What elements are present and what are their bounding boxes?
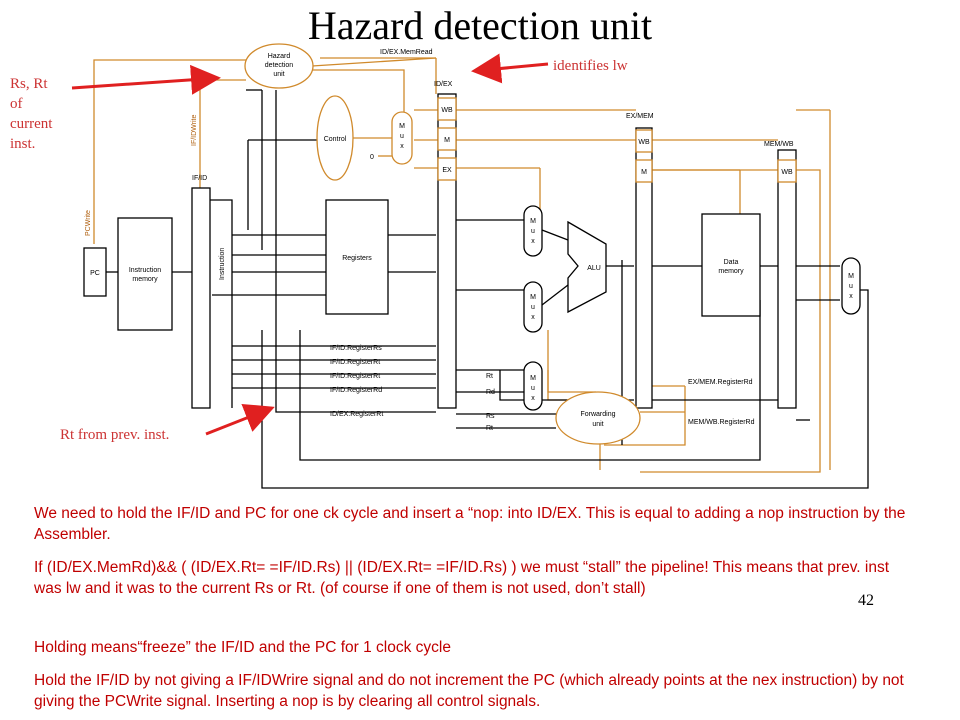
alu-label: ALU <box>587 265 601 272</box>
memwb-rd-label: MEM/WB.RegisterRd <box>688 419 755 426</box>
rt-rd-mux <box>523 361 543 411</box>
mem-wb-wb-label: WB <box>781 169 793 176</box>
id-ex-ex-label: EX <box>442 167 452 174</box>
rs-rt-line-1: Rs, Rt <box>10 76 48 92</box>
fwd-label-2: unit <box>592 421 603 428</box>
mux-b-m: M <box>530 294 536 301</box>
zero-label: 0 <box>370 154 374 161</box>
rs-label: Rs <box>486 413 495 420</box>
rd-label: Rd <box>486 389 495 396</box>
hazard-detection-ellipse <box>244 43 314 89</box>
if-id-register <box>191 187 211 409</box>
rs-rt-line-4: inst. <box>10 136 36 152</box>
mem-wb-register <box>777 149 797 409</box>
mem-wb-wb-box <box>777 159 797 183</box>
id-ex-m-label: M <box>444 137 450 144</box>
annotation-arrows <box>71 53 549 436</box>
rt-label-1: Rt <box>486 373 493 380</box>
paragraph-hold: Hold the IF/ID by not giving a IF/IDWrir… <box>34 672 904 710</box>
control-label: Control <box>324 136 347 143</box>
ex-mem-wb-box <box>635 129 653 153</box>
alu-mux-b <box>523 281 543 333</box>
ifid-rt-label-2: IF/ID.RegisterRt <box>330 373 380 380</box>
instruction-label: Instruction <box>219 248 226 280</box>
memread-label: ID/EX.MemRead <box>380 49 433 56</box>
mux-m: M <box>399 123 405 130</box>
control-mux <box>391 111 413 165</box>
pc-box <box>83 247 107 297</box>
idex-rt-label: ID/EX.RegisterRt <box>330 411 383 418</box>
paragraph-freeze: Holding means“freeze” the IF/ID and the … <box>34 639 451 656</box>
control-ellipse <box>316 95 354 181</box>
pc-label: PC <box>90 270 100 277</box>
page-number: 42 <box>858 592 874 609</box>
dmem-label-1: Data <box>724 259 739 266</box>
ex-mem-m-label: M <box>641 169 647 176</box>
mux-b-u: u <box>531 304 535 311</box>
paragraph-stall: If (ID/EX.MemRd)&& ( (ID/EX.Rt= =IF/ID.R… <box>34 559 890 597</box>
registers-box <box>325 199 389 315</box>
mux-u: u <box>400 133 404 140</box>
alu-mux-a <box>523 205 543 257</box>
slide-title: Hazard detection unit <box>307 3 653 48</box>
mux-c-u: u <box>531 385 535 392</box>
id-ex-wb-label: WB <box>441 107 453 114</box>
fwd-label-1: Forwarding <box>580 411 615 418</box>
ifid-rd-label: IF/ID.RegisterRd <box>330 387 382 394</box>
control-wires <box>93 57 831 473</box>
identifies-lw-note: identifies lw <box>553 58 628 74</box>
pc-write-label: PCWrite <box>85 210 92 236</box>
mem-wb-label: MEM/WB <box>764 141 794 148</box>
arrow-rs-rt <box>71 64 221 95</box>
id-ex-wb-box <box>437 97 457 121</box>
mux-a-x: x <box>531 238 535 245</box>
dmem-label-2: memory <box>718 268 744 275</box>
paragraph-nop: We need to hold the IF/ID and PC for one… <box>34 505 906 543</box>
registers-label: Registers <box>342 255 372 262</box>
hazard-label-3: unit <box>273 71 284 78</box>
rs-rt-line-3: current <box>10 116 53 132</box>
data-memory-box <box>701 213 761 317</box>
ifid-rs-label: IF/ID.RegisterRs <box>330 345 382 352</box>
wb-mux <box>841 257 861 315</box>
ex-mem-m-box <box>635 159 653 183</box>
rs-rt-line-2: of <box>10 96 23 112</box>
rs-rt-note: Rs, Rt of current inst. <box>10 74 52 154</box>
hazard-label-1: Hazard <box>268 53 291 60</box>
mux-a-u: u <box>531 228 535 235</box>
id-ex-ex-box <box>437 157 457 181</box>
mux-c-x: x <box>531 395 535 402</box>
ifid-rt-label-1: IF/ID.RegisterRt <box>330 359 380 366</box>
id-ex-label: ID/EX <box>434 81 453 88</box>
arrow-rt-prev <box>205 403 275 436</box>
ifid-write-label: IF/IDWrite <box>191 115 198 146</box>
if-id-label: IF/ID <box>192 175 207 182</box>
ex-mem-label: EX/MEM <box>626 113 654 120</box>
mux-d-m: M <box>848 273 854 280</box>
ex-mem-wb-label: WB <box>638 139 650 146</box>
arrow-identifies-lw <box>471 53 549 84</box>
alu-shape <box>567 220 607 314</box>
mux-x: x <box>400 143 404 150</box>
imem-label-1: Instruction <box>129 267 161 274</box>
mux-c-m: M <box>530 375 536 382</box>
mux-d-u: u <box>849 283 853 290</box>
ex-mem-register <box>635 127 653 409</box>
forwarding-ellipse <box>555 391 641 445</box>
mux-a-m: M <box>530 218 536 225</box>
hazard-label-2: detection <box>265 62 294 69</box>
datapath-wires <box>104 89 869 489</box>
imem-label-2: memory <box>132 276 158 283</box>
rt-label-2: Rt <box>486 425 493 432</box>
instruction-memory-box <box>117 217 173 331</box>
mux-b-x: x <box>531 314 535 321</box>
exmem-rd-label: EX/MEM.RegisterRd <box>688 379 753 386</box>
rt-prev-note: Rt from prev. inst. <box>60 427 170 443</box>
mux-d-x: x <box>849 293 853 300</box>
id-ex-m-box <box>437 127 457 151</box>
